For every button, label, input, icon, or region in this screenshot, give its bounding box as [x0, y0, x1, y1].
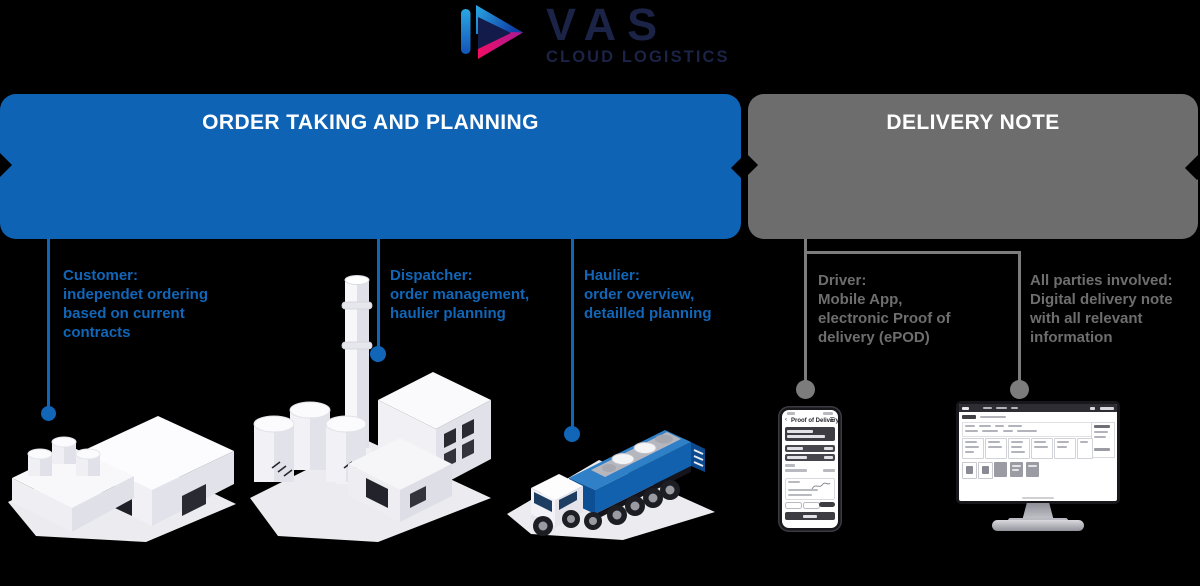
annotation-line: contracts — [63, 324, 131, 341]
phone-title-bar: ‹ Proof of Delivery ☰ — [785, 417, 838, 425]
accept-button[interactable] — [819, 502, 835, 507]
document-tile[interactable] — [1010, 462, 1023, 477]
annotation-line: Mobile App, — [818, 291, 903, 308]
footer-bar — [1022, 497, 1054, 499]
connector-dot-customer — [41, 406, 56, 421]
connector-dot-driver — [796, 380, 815, 399]
ship-to-unloading-row[interactable] — [785, 454, 835, 461]
order-taking-title: ORDER TAKING AND PLANNING — [202, 111, 539, 134]
app-title: Proof of Delivery — [791, 418, 838, 424]
dashboard-navbar — [959, 404, 1117, 412]
annotation-line: order overview, — [584, 286, 695, 303]
annotation-role: All parties involved: — [1030, 272, 1173, 289]
annotation-line: order management, — [390, 286, 530, 303]
user-icon[interactable] — [1090, 406, 1095, 410]
annotation-line: Digital delivery note — [1030, 291, 1173, 308]
connector-dot-all-parties — [1010, 380, 1029, 399]
factory-illustration — [250, 275, 491, 542]
annotation-dispatcher: Dispatcher: order management, haulier pl… — [390, 266, 580, 323]
breadcrumb-chip[interactable] — [962, 415, 976, 419]
delivery-note-header — [785, 427, 835, 441]
action-button[interactable] — [1094, 425, 1110, 428]
nav-item[interactable] — [983, 407, 992, 409]
nav-item[interactable] — [996, 407, 1007, 409]
order-taking-box: ORDER TAKING AND PLANNING — [0, 94, 741, 239]
action-button[interactable] — [1094, 448, 1110, 451]
annotation-role: Customer: — [63, 267, 139, 284]
connector-dot-dispatcher — [370, 346, 386, 362]
annotation-line: delivery (ePOD) — [818, 329, 930, 346]
annotation-line: haulier planning — [390, 305, 506, 322]
annotation-role: Dispatcher: — [390, 267, 473, 284]
desktop-monitor — [956, 401, 1120, 535]
annotation-driver: Driver: Mobile App, electronic Proof of … — [818, 271, 1008, 347]
delivery-note-box: DELIVERY NOTE — [748, 94, 1198, 239]
annotation-haulier: Haulier: order overview, detailled plann… — [584, 266, 774, 323]
reject-button[interactable] — [785, 502, 802, 509]
annotation-line: electronic Proof of — [818, 310, 951, 327]
nav-item[interactable] — [1011, 407, 1018, 409]
annotation-line: with all relevant — [1030, 310, 1143, 327]
connector-dot-haulier — [564, 426, 580, 442]
signature-panel[interactable] — [785, 478, 835, 500]
connector-line-all-parties — [1018, 251, 1021, 383]
signature-icon — [811, 482, 831, 490]
connector-line-customer — [47, 239, 50, 409]
filter-panel — [962, 422, 1092, 437]
action-buttons-row — [785, 502, 835, 509]
logo-wordmark: VAS CLOUD LOGISTICS — [546, 2, 730, 67]
monitor-stand-base — [992, 520, 1084, 531]
brand-badge — [1100, 406, 1114, 410]
items-section — [785, 464, 835, 476]
customer-warehouse-illustration — [8, 416, 236, 542]
action-button[interactable] — [1094, 431, 1108, 433]
annotation-line: independet ordering — [63, 286, 209, 303]
back-arrow-icon[interactable]: ‹ — [785, 417, 787, 423]
annotation-line: based on current — [63, 305, 185, 322]
annotation-line: detailled planning — [584, 305, 712, 322]
connector-line-driver — [804, 239, 807, 383]
document-tile[interactable] — [978, 462, 993, 479]
phone-screen: ‹ Proof of Delivery ☰ — [782, 410, 838, 528]
document-tile[interactable] — [962, 462, 977, 479]
status-card[interactable] — [962, 438, 984, 459]
side-actions-panel — [1091, 422, 1115, 458]
finish-button[interactable] — [785, 512, 835, 520]
status-card[interactable] — [985, 438, 1007, 459]
annotation-all-parties: All parties involved: Digital delivery n… — [1030, 271, 1200, 347]
action-button[interactable] — [1094, 436, 1106, 438]
brand-name: VAS — [546, 0, 669, 50]
phone-status-bar — [785, 412, 835, 415]
annotation-role: Driver: — [818, 272, 867, 289]
dashboard-logo-icon — [962, 406, 969, 410]
status-card[interactable] — [1054, 438, 1076, 459]
breadcrumb — [980, 416, 1006, 418]
status-card[interactable] — [1008, 438, 1030, 459]
status-card[interactable] — [1031, 438, 1053, 459]
annotation-line: information — [1030, 329, 1113, 346]
monitor-frame — [956, 401, 1120, 504]
tanker-truck-illustration — [507, 430, 715, 540]
brand-subtitle: CLOUD LOGISTICS — [546, 48, 730, 66]
monitor-screen — [959, 404, 1117, 501]
delivery-note-title: DELIVERY NOTE — [886, 111, 1060, 134]
document-tile[interactable] — [1026, 462, 1039, 477]
status-card[interactable] — [1077, 438, 1093, 459]
connector-line-dispatcher — [377, 239, 380, 349]
menu-icon[interactable]: ☰ — [829, 418, 835, 424]
connector-branch-line — [804, 251, 1020, 254]
decline-button[interactable] — [803, 502, 820, 509]
monitor-stand-neck — [1022, 503, 1054, 521]
document-tile[interactable] — [994, 462, 1007, 477]
annotation-role: Haulier: — [584, 267, 640, 284]
connector-line-haulier — [571, 239, 574, 429]
vas-logo-icon — [461, 4, 525, 65]
ship-to-arrival-row[interactable] — [785, 445, 835, 452]
driver-phone: ‹ Proof of Delivery ☰ — [778, 406, 842, 532]
annotation-customer: Customer: independet ordering based on c… — [63, 266, 253, 342]
